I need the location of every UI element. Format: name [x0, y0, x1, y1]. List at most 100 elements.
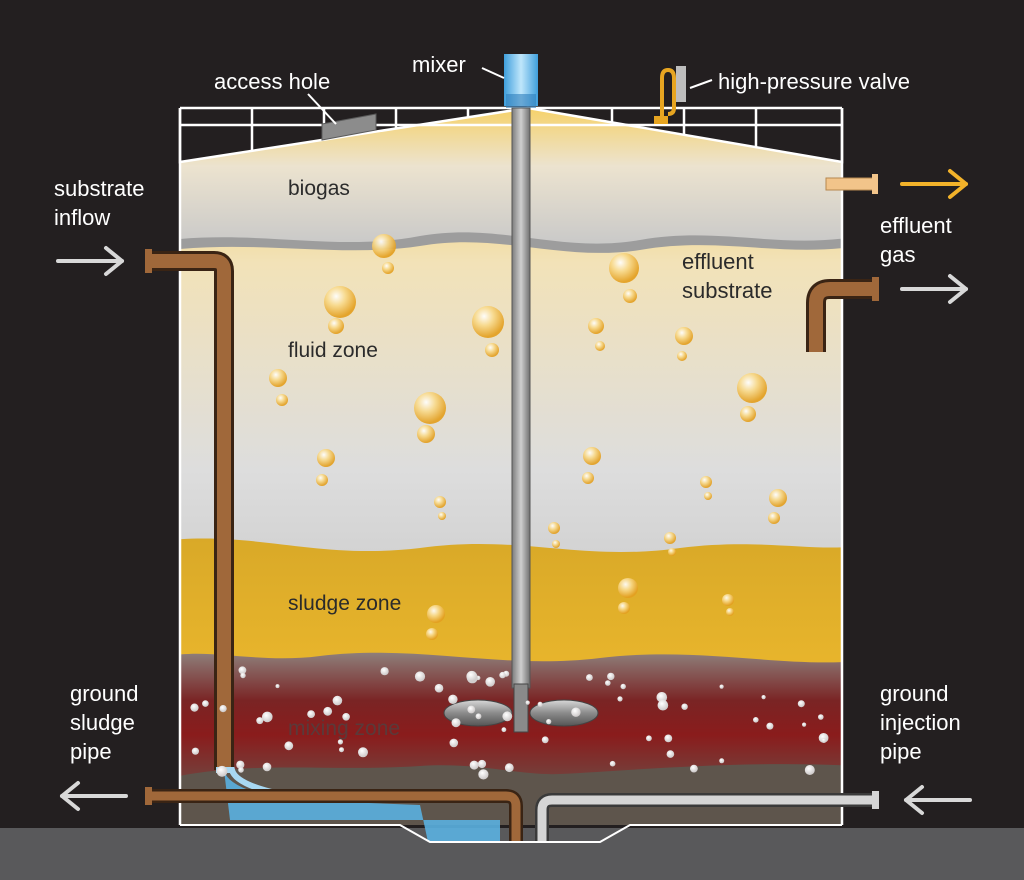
gas-bubble — [438, 512, 446, 520]
water-channel — [224, 770, 500, 842]
effluent-substrate-label: effluent substrate — [682, 249, 773, 303]
fluid-zone-label: fluid zone — [288, 339, 378, 362]
gas-bubble — [722, 594, 734, 606]
mixing-particle — [657, 699, 669, 711]
mixing-particle — [323, 706, 333, 716]
mixing-particle — [262, 711, 273, 723]
mixing-particle — [499, 671, 506, 679]
gas-bubble — [737, 373, 767, 403]
tank-foundation — [180, 824, 842, 843]
mixing-particle — [605, 680, 611, 686]
access-hole-pointer — [307, 93, 337, 125]
gas-bubble — [382, 262, 394, 274]
mixing-particle — [284, 741, 294, 751]
mixing-particle — [238, 767, 244, 773]
sludge-zone-label: sludge zone — [288, 592, 402, 615]
mixing-particle — [339, 747, 344, 753]
mixing-particle — [504, 763, 514, 773]
mixing-particle — [337, 739, 343, 745]
mixing-particle — [451, 718, 461, 728]
gas-bubble — [677, 351, 687, 361]
injection-in-arrow — [904, 785, 972, 815]
gas-bubble — [269, 369, 287, 387]
mixing-particle — [681, 703, 688, 710]
mixer-label: mixer — [412, 52, 466, 77]
mixing-particle — [466, 670, 478, 682]
mixing-particle — [236, 760, 245, 769]
gas-bubble — [595, 341, 605, 351]
mixing-particle — [202, 700, 209, 707]
gas-bubble — [726, 608, 734, 616]
mixing-particle — [448, 694, 458, 704]
mixing-particle — [358, 747, 368, 758]
ground-sludge-pipe-label: ground sludge pipe — [70, 681, 139, 764]
mixer-shaft — [511, 107, 531, 689]
mixing-particle — [690, 764, 698, 773]
gas-bubble — [426, 628, 438, 640]
mixing-particle — [620, 683, 626, 690]
mixing-particle — [766, 722, 774, 730]
sludge-out-arrow — [60, 781, 128, 811]
mixing-particle — [414, 671, 426, 682]
mixing-particle — [753, 717, 759, 723]
gas-bubble — [582, 472, 594, 484]
gas-bubble — [668, 548, 676, 556]
mixing-particle — [646, 735, 652, 742]
gas-bubble — [317, 449, 335, 467]
high-pressure-valve-label: high-pressure valve — [718, 69, 910, 94]
gas-bubble — [328, 318, 344, 334]
mixing-particle — [541, 736, 549, 744]
gas-bubble — [472, 306, 504, 338]
ground-injection-pipe — [535, 791, 879, 842]
high-pressure-valve — [654, 66, 713, 124]
gas-bubble — [485, 343, 499, 357]
mixing-particle — [475, 713, 482, 720]
mixing-particle — [240, 672, 246, 679]
mixing-particle — [434, 683, 444, 693]
substrate-out-arrow — [900, 274, 968, 304]
mixing-particle — [191, 747, 199, 755]
mixing-particle — [467, 705, 476, 714]
mixing-particle — [537, 701, 543, 707]
mixing-particle — [761, 695, 766, 700]
gas-out-arrow — [900, 169, 968, 199]
access-hole-label: access hole — [214, 69, 331, 94]
gas-bubble — [434, 496, 446, 508]
mixing-particle — [804, 765, 815, 775]
mixing-particle — [586, 674, 593, 681]
mixing-particle — [307, 710, 315, 718]
effluent-gas-label: effluent gas — [880, 213, 952, 267]
mixing-particle — [546, 719, 552, 725]
mixing-particle — [666, 750, 675, 758]
mixing-particle — [275, 684, 280, 689]
gas-bubbles — [269, 234, 787, 640]
inflow-arrow — [56, 246, 124, 276]
gas-bubble — [618, 578, 638, 598]
mixing-particle — [449, 738, 459, 748]
gas-bubble — [769, 489, 787, 507]
substrate-inflow-pipe — [145, 249, 234, 770]
gas-bubble — [740, 406, 756, 422]
mixing-particle — [342, 713, 350, 721]
mixing-particle — [477, 759, 487, 769]
gas-bubble — [276, 394, 288, 406]
gas-bubble — [623, 289, 637, 303]
mixing-zone-label: mixing zone — [288, 717, 401, 740]
mixing-particle — [609, 760, 616, 767]
mixing-particle — [469, 760, 479, 770]
effluent-substrate-pipe — [806, 277, 879, 352]
gas-bubble — [588, 318, 604, 334]
gas-bubble — [414, 392, 446, 424]
gas-bubble — [583, 447, 601, 465]
mixing-particle — [256, 717, 264, 725]
gas-bubble — [700, 476, 712, 488]
mixing-particle — [502, 711, 513, 722]
mixing-particle — [607, 672, 615, 681]
mixing-particles — [190, 666, 829, 780]
gas-bubble — [427, 605, 445, 623]
mixing-particle — [380, 667, 389, 676]
mixing-particle — [617, 696, 623, 702]
gas-bubble — [372, 234, 396, 258]
mixing-particle — [219, 705, 227, 713]
